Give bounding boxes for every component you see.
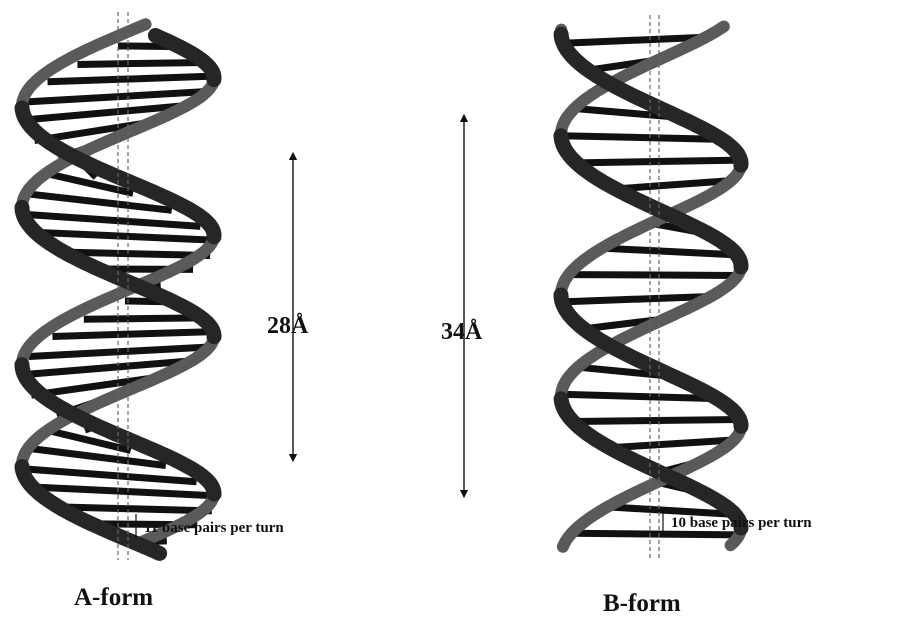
b-base-pair <box>561 136 721 140</box>
a-form-title: A-form <box>74 584 153 611</box>
a-base-pair <box>29 347 210 357</box>
b-form-turn-label: 10 base pairs per turn <box>671 515 812 531</box>
b-base-pair <box>572 533 740 535</box>
a-base-pair <box>47 76 213 82</box>
a-strand-1-segment <box>155 36 214 80</box>
a-form-rise-label: 28Å <box>267 313 309 339</box>
a-form-turn-label: 11 base pairs per turn <box>144 520 284 536</box>
b-base-pair <box>602 248 737 255</box>
b-base-pair <box>561 394 717 398</box>
b-base-pair <box>569 275 738 276</box>
a-base-pair <box>22 469 196 482</box>
a-base-pair <box>52 332 213 337</box>
b-form-helix <box>561 15 741 560</box>
a-base-pair <box>27 92 208 102</box>
a-base-pair <box>23 214 200 226</box>
b-form-title: B-form <box>603 590 681 617</box>
a-base-pair <box>77 62 204 64</box>
a-form-helix <box>22 12 214 560</box>
b-form-rise-label: 34Å <box>441 319 483 345</box>
a-base-pair <box>64 252 210 255</box>
b-base-pair <box>610 440 734 448</box>
a-base-pair <box>32 487 211 496</box>
b-base-pair <box>573 420 740 422</box>
a-base-pair <box>84 318 202 319</box>
b-base-pair <box>562 296 711 301</box>
a-base-pair <box>36 232 213 240</box>
a-base-pair <box>59 507 212 511</box>
